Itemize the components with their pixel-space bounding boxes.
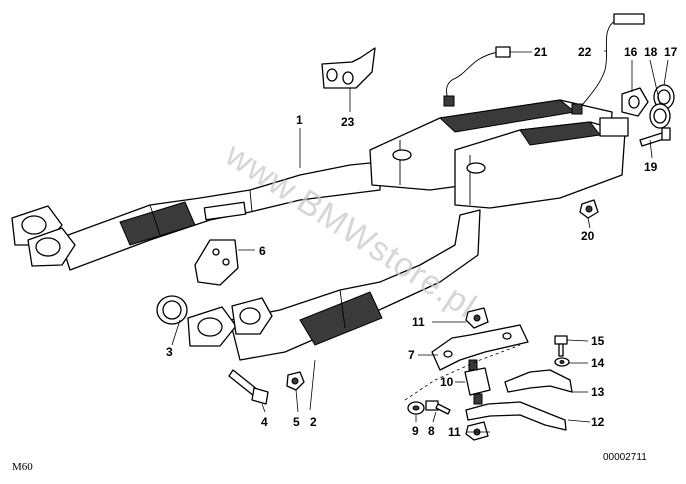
- bracket-7: [431, 324, 529, 371]
- upper-flange-right: [27, 227, 76, 267]
- assembly-dash-line: [404, 344, 521, 401]
- callout-9: 9: [412, 424, 419, 438]
- callout-11-top: 11: [412, 315, 425, 329]
- callout-19: 19: [644, 160, 658, 174]
- callout-6: 6: [259, 244, 266, 258]
- nut-11-top: [465, 307, 489, 329]
- callout-1: 1: [296, 113, 303, 127]
- rubber-mount-10: [464, 359, 491, 405]
- callout-labels: 1 2 3 4 5 6 7 8 9 10 11 11 12 13 14 15 1…: [166, 45, 678, 439]
- gasket-16: [621, 87, 649, 117]
- leader-lines: [171, 50, 669, 433]
- nut-5: [286, 371, 305, 391]
- callout-5: 5: [293, 415, 300, 429]
- bolt-8: [425, 400, 451, 415]
- catalytic-converter-front: [454, 117, 629, 209]
- model-label: M60: [12, 461, 33, 473]
- callout-11-bottom: 11: [448, 425, 461, 439]
- washer-14: [554, 357, 570, 367]
- oxygen-sensor-21: [443, 46, 511, 107]
- callout-15: 15: [591, 334, 605, 348]
- callout-14: 14: [591, 356, 605, 370]
- callout-7: 7: [408, 348, 415, 362]
- clamp-13: [504, 369, 573, 393]
- washer-9: [407, 401, 425, 415]
- bolt-15: [554, 335, 568, 357]
- callout-2: 2: [310, 415, 317, 429]
- diagram-number: 00002711: [603, 452, 647, 463]
- callout-17: 17: [664, 45, 678, 59]
- front-pipe-upper: [59, 161, 381, 271]
- gasket-18: [649, 103, 671, 129]
- callout-20: 20: [581, 229, 595, 243]
- lower-flange-left: [187, 306, 237, 347]
- clamp-12: [465, 401, 567, 431]
- callout-13: 13: [591, 385, 605, 399]
- bracket-6: [194, 239, 239, 286]
- callout-23: 23: [341, 115, 355, 129]
- callout-8: 8: [428, 424, 435, 438]
- bracket-23: [321, 47, 376, 89]
- callout-16: 16: [624, 45, 638, 59]
- callout-18: 18: [644, 45, 658, 59]
- gasket-3: [156, 295, 188, 325]
- callout-10: 10: [440, 375, 454, 389]
- callout-21: 21: [534, 45, 548, 59]
- bolt-19: [639, 127, 671, 147]
- oxygen-sensor-22: [571, 13, 645, 115]
- lower-flange-right: [231, 297, 273, 335]
- callout-12: 12: [591, 415, 605, 429]
- callout-22: 22: [578, 45, 592, 59]
- front-pipe-lower: [229, 209, 481, 361]
- callout-3: 3: [166, 345, 173, 359]
- callout-4: 4: [261, 415, 268, 429]
- nut-20: [579, 199, 599, 219]
- bolt-4: [228, 369, 269, 405]
- nut-11-bottom: [465, 421, 489, 441]
